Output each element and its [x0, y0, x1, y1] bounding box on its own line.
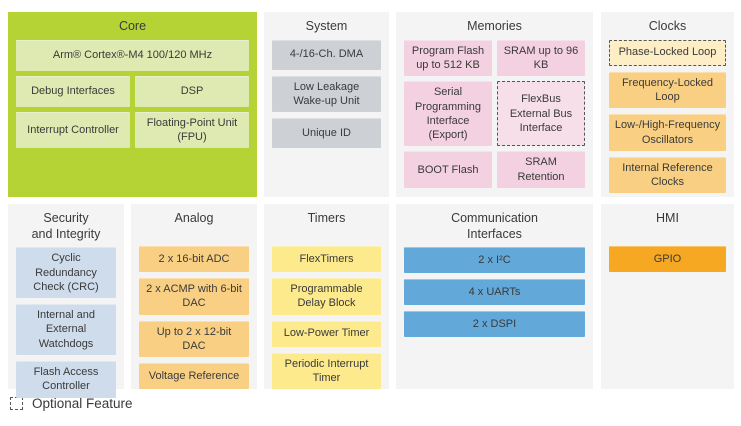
legend-label: Optional Feature: [32, 396, 133, 411]
block-sram-up-to-96-kb: SRAM up to 96 KB: [497, 39, 585, 77]
panel-title-clocks: Clocks: [648, 19, 687, 33]
block-low-leakage-wake-up-unit: Low Leakage Wake-up Unit: [272, 75, 381, 113]
block-flextimers: FlexTimers: [272, 246, 381, 272]
block-phase-locked-loop: Phase-Locked Loop: [609, 39, 726, 66]
block-2-x-acmp-with-6-bit-dac: 2 x ACMP with 6-bit DAC: [139, 278, 249, 315]
panel-analog: Analog 2 x 16-bit ADC 2 x ACMP with 6-bit …: [131, 204, 257, 390]
block-2-x-16-bit-adc: 2 x 16-bit ADC: [139, 246, 249, 272]
panel-title-security: Security and Integrity: [31, 211, 101, 241]
block-4-16-ch-dma: 4-/16-Ch. DMA: [272, 39, 381, 70]
block-internal-and-external-watchdogs: Internal and External Watchdogs: [16, 304, 116, 356]
block-periodic-interrupt-timer: Periodic Interrupt Timer: [272, 352, 381, 390]
block-4-x-uarts: 4 x UARTs: [404, 279, 585, 306]
block-gpio: GPIO: [609, 246, 726, 272]
block-sram-retention: SRAM Retention: [497, 151, 585, 188]
panel-title-communication: Communication Interfaces: [451, 211, 538, 241]
panel-system: System 4-/16-Ch. DMA Low Leakage Wake-up U…: [264, 12, 389, 197]
block-floating-point-unit-fpu: Floating-Point Unit (FPU): [135, 111, 249, 149]
panel-title-hmi: HMI: [656, 211, 679, 225]
block-programmable-delay-block: Programmable Delay Block: [272, 278, 381, 315]
optional-feature-swatch: [10, 397, 23, 410]
panel-title-timers: Timers: [307, 211, 346, 225]
block-low-power-timer: Low-Power Timer: [272, 320, 381, 347]
block-2-x-i-c: 2 x I²C: [404, 247, 585, 274]
panel-title-analog: Analog: [174, 211, 214, 225]
block-flash-access-controller: Flash Access Controller: [16, 361, 116, 398]
block-serial-programming-interface-export: Serial Programming Interface (Export): [404, 81, 492, 147]
block-flexbus-external-bus-interface: FlexBus External Bus Interface: [497, 81, 585, 147]
panel-title-core: Core: [118, 19, 147, 33]
block-low-high-frequency-oscillators: Low-/High-Frequency Oscillators: [609, 114, 726, 151]
panel-title-system: System: [305, 19, 348, 33]
block-boot-flash: BOOT Flash: [404, 151, 492, 188]
block-unique-id: Unique ID: [272, 118, 381, 149]
block-cyclic-redundancy-check-crc: Cyclic Redundancy Check (CRC): [16, 247, 116, 299]
legend-optional-feature: Optional Feature: [10, 396, 133, 411]
panel-title-memories: Memories: [467, 19, 522, 33]
block-up-to-2-x-12-bit-dac: Up to 2 x 12-bit DAC: [139, 320, 249, 358]
panel-hmi: HMI GPIO: [601, 204, 734, 389]
block-voltage-reference: Voltage Reference: [139, 363, 249, 390]
block-program-flash-up-to-512-kb: Program Flash up to 512 KB: [404, 39, 492, 77]
block-frequency-locked-loop: Frequency-Locked Loop: [609, 71, 726, 109]
block-interrupt-controller: Interrupt Controller: [16, 111, 130, 149]
block-2-x-dspi: 2 x DSPI: [404, 311, 585, 338]
block-dsp: DSP: [135, 75, 249, 107]
panel-communication: Communication Interfaces 2 x I²C 4 x UARTs…: [396, 204, 593, 389]
block-internal-reference-clocks: Internal Reference Clocks: [609, 156, 726, 194]
block-arm-cortex-m4-100-120-mhz: Arm® Cortex®-M4 100/120 MHz: [16, 39, 249, 71]
block-debug-interfaces: Debug Interfaces: [16, 75, 130, 107]
